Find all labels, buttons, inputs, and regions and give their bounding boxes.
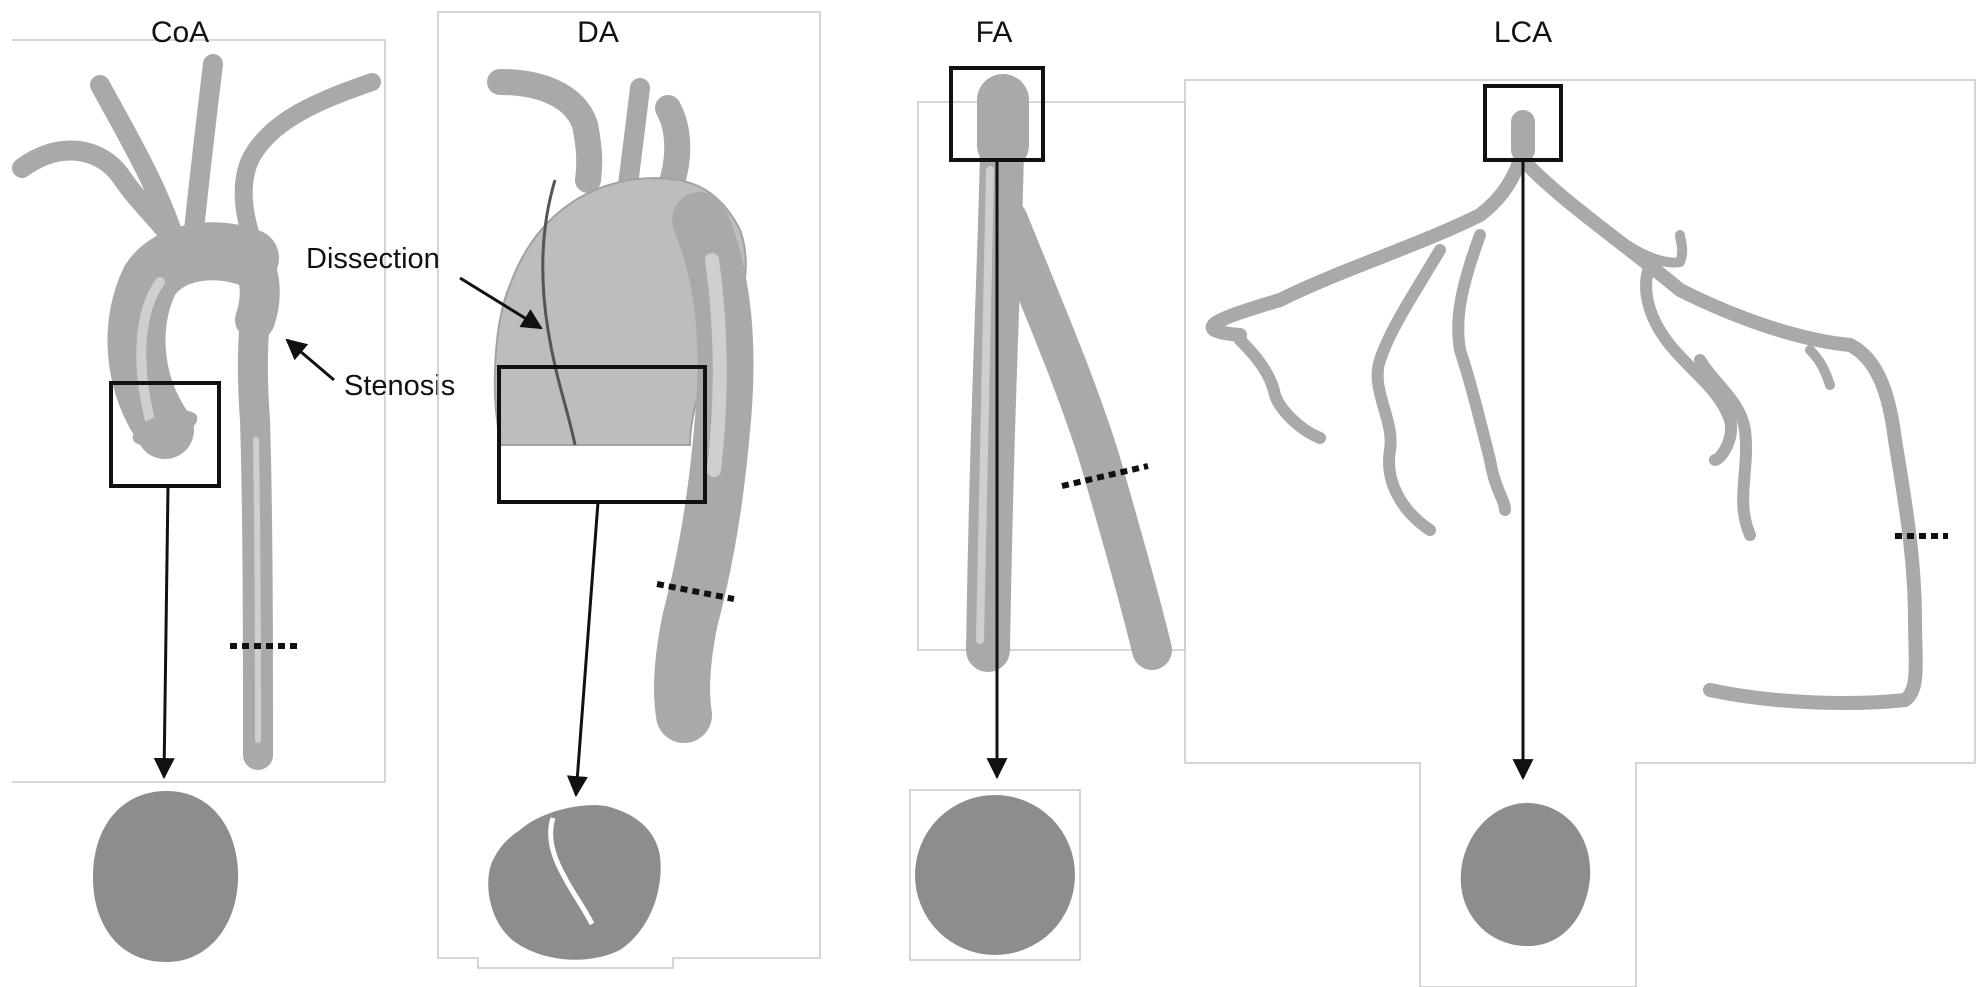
arrow-stenosis	[285, 338, 335, 382]
panel-coa: CoA Stenosis	[12, 16, 455, 963]
da-vessel-model	[487, 69, 754, 743]
cross-section-lca	[1460, 802, 1591, 947]
cross-section-da	[488, 805, 661, 960]
arrow-dissection	[459, 276, 543, 330]
region-box-coa	[109, 381, 221, 488]
panel-fa: FA	[909, 16, 1186, 961]
annotation-stenosis: Stenosis	[344, 370, 455, 402]
arrow-to-section-coa	[153, 485, 175, 780]
fa-vessel-model	[966, 74, 1172, 672]
panel-frame	[437, 11, 821, 969]
cross-section-da-flap	[548, 817, 595, 926]
panel-title-fa: FA	[976, 16, 1013, 49]
slice-marker-fa	[1061, 463, 1149, 489]
panel-title-da: DA	[577, 16, 619, 49]
region-box-da	[497, 365, 707, 504]
cross-section-frame-fa	[909, 789, 1081, 961]
panel-frame	[12, 39, 386, 783]
panel-title-lca: LCA	[1494, 16, 1552, 49]
arrow-to-section-da	[566, 501, 600, 798]
cross-section-coa	[92, 790, 239, 963]
panel-title-coa: CoA	[151, 16, 209, 49]
panel-lca: LCA	[1184, 16, 1976, 987]
slice-marker-da	[656, 581, 735, 602]
coa-vessel-model	[12, 54, 381, 770]
annotation-dissection: Dissection	[306, 243, 440, 275]
panel-frame	[1184, 79, 1976, 987]
lca-vessel-model	[1205, 110, 1923, 710]
cross-section-fa	[915, 795, 1075, 955]
panel-da: DA Dissection	[306, 11, 821, 969]
